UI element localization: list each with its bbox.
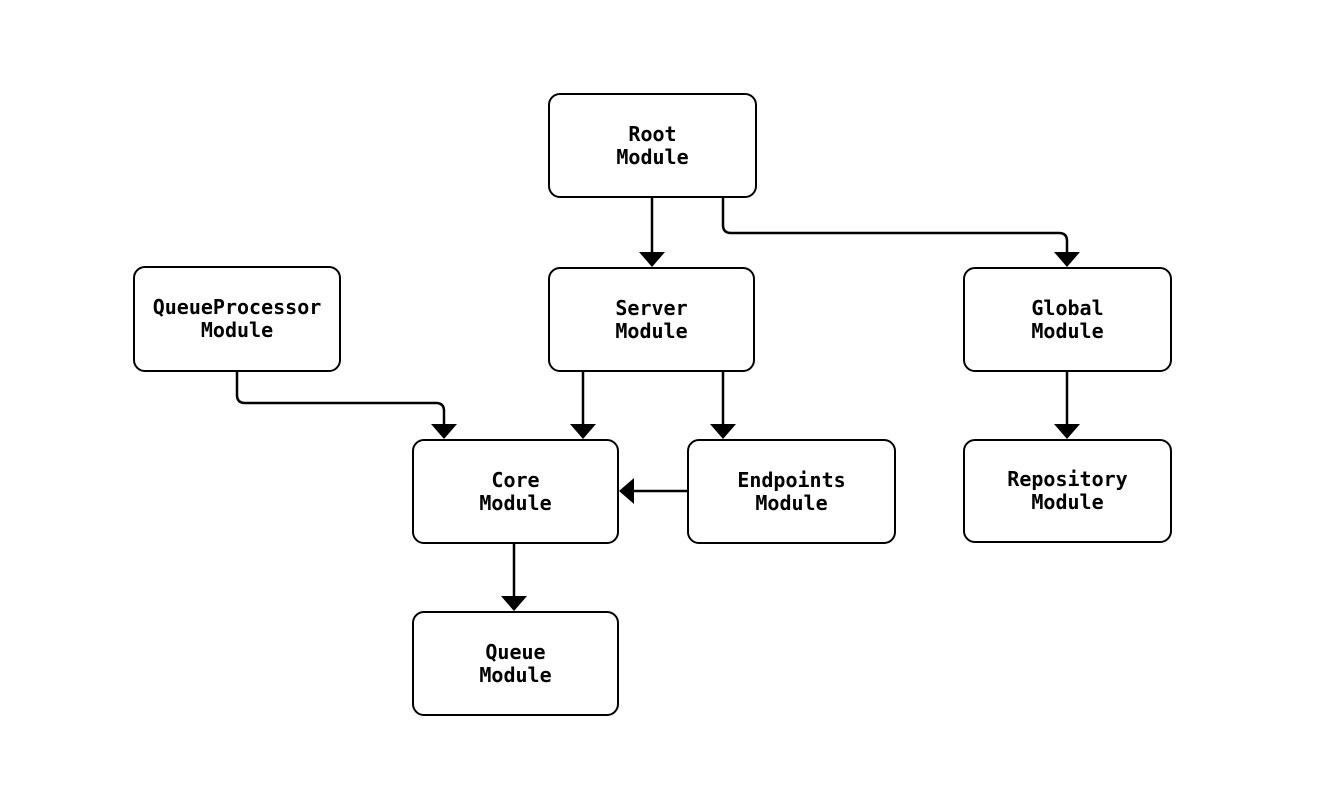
node-label-server: Server Module: [615, 295, 688, 343]
node-label-endpoints: Endpoints Module: [737, 467, 846, 515]
node-repository-module: Repository Module: [963, 439, 1172, 543]
node-label-queueprocessor: QueueProcessor Module: [152, 295, 322, 342]
arrowhead-server-to-core: [570, 424, 596, 439]
node-root-module: Root Module: [548, 93, 757, 198]
node-label-global: Global Module: [1031, 295, 1104, 343]
arrowhead-endpoints-to-core: [619, 478, 634, 504]
arrowhead-global-to-repository: [1054, 424, 1080, 439]
arrowhead-server-to-endpoints: [710, 424, 736, 439]
node-label-repository: Repository Module: [1007, 467, 1128, 514]
node-label-core: Core Module: [479, 467, 552, 515]
edge-queueprocessor-to-core: [235, 372, 446, 424]
edge-root-to-global: [721, 198, 1069, 252]
arrowhead-core-to-queue: [501, 596, 527, 611]
node-label-root: Root Module: [616, 121, 689, 169]
node-global-module: Global Module: [963, 267, 1172, 372]
node-core-module: Core Module: [412, 439, 619, 544]
arrowhead-root-to-server: [639, 252, 665, 267]
arrowhead-queueprocessor-to-core: [431, 424, 457, 439]
arrowhead-root-to-global: [1054, 252, 1080, 267]
node-endpoints-module: Endpoints Module: [687, 439, 896, 544]
node-queue-module: Queue Module: [412, 611, 619, 716]
node-queueprocessor-module: QueueProcessor Module: [133, 266, 341, 372]
node-server-module: Server Module: [548, 267, 755, 372]
node-label-queue: Queue Module: [479, 639, 552, 687]
